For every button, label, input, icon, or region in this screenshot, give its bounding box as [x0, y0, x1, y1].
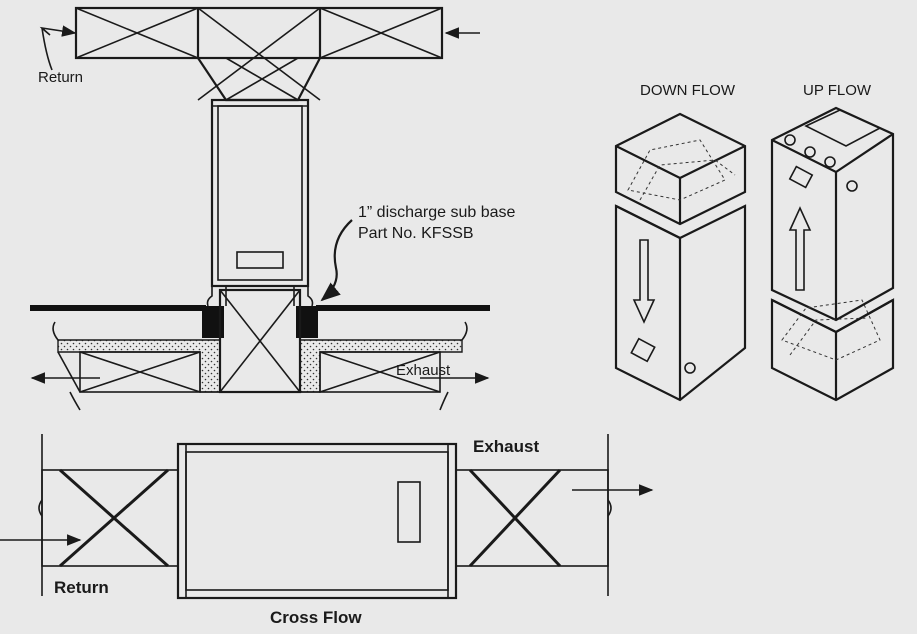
down-flow-title: DOWN FLOW	[640, 82, 736, 99]
return-label-top: Return	[38, 69, 83, 86]
ventilator-unit-vertical	[210, 98, 310, 288]
down-flow-unit	[614, 112, 747, 402]
floor-assembly	[30, 286, 490, 411]
top-left-install: Return	[30, 6, 516, 411]
discharge-label-line2: Part No. KFSSB	[358, 225, 474, 242]
exhaust-label-mid: Exhaust	[396, 362, 451, 379]
cross-flow-assembly	[0, 434, 654, 600]
up-flow-unit	[770, 106, 895, 402]
up-flow-title: UP FLOW	[803, 82, 872, 99]
discharge-callout-arrow	[320, 219, 353, 302]
top-t-duct	[74, 6, 444, 102]
return-arrow-top	[39, 25, 77, 71]
return-label-bottom: Return	[54, 578, 109, 597]
exhaust-label-bottom: Exhaust	[473, 437, 539, 456]
discharge-label-line1: 1” discharge sub base	[358, 204, 516, 221]
cross-flow-title: Cross Flow	[270, 608, 362, 627]
